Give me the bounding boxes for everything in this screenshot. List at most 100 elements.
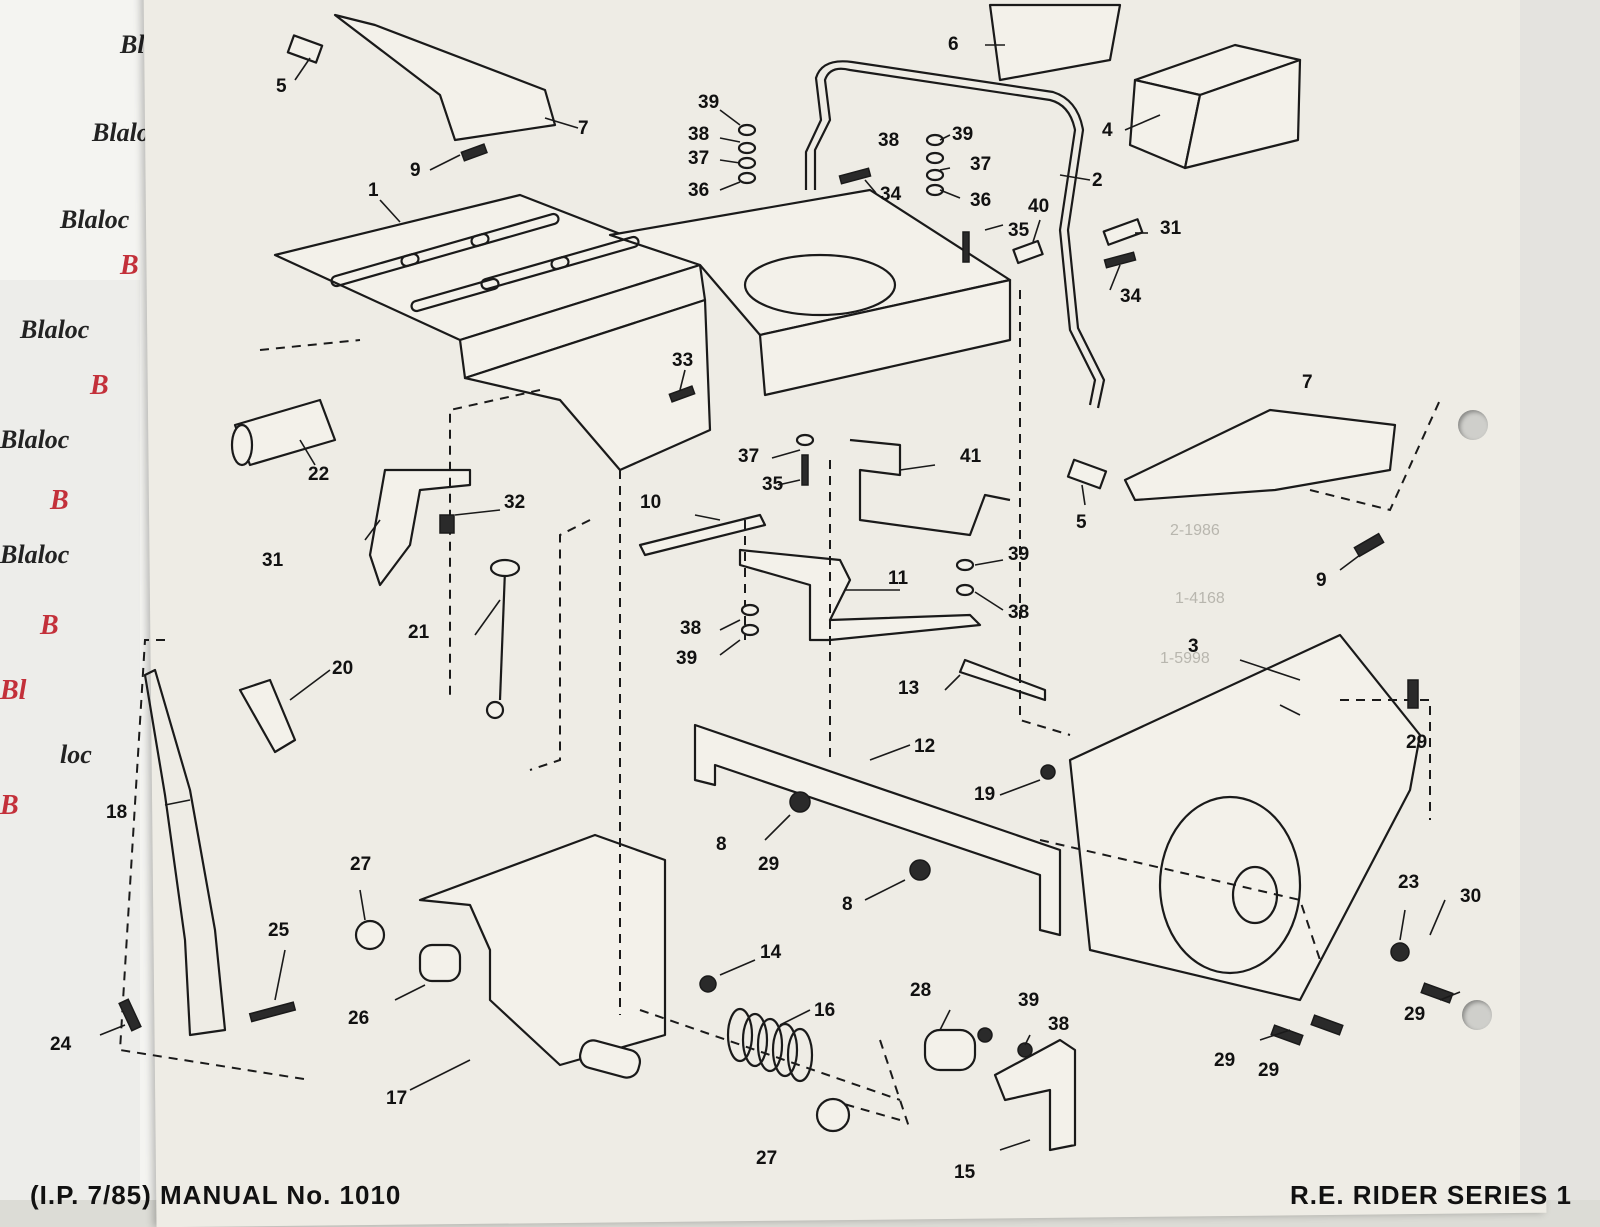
part-callout-37: 37 — [688, 148, 709, 169]
part-callout-38: 38 — [680, 618, 701, 639]
part-callout-29: 29 — [758, 854, 779, 875]
part-callout-26: 26 — [348, 1008, 369, 1029]
spring-part — [726, 1007, 814, 1083]
part-callout-29: 29 — [1404, 1004, 1425, 1025]
assembly-dashed-lines — [118, 290, 1441, 1131]
brand-text: Blaloc — [60, 205, 130, 234]
part-callout-9: 9 — [1316, 570, 1327, 591]
lever-part — [143, 668, 227, 1037]
binder-hole — [1458, 410, 1488, 440]
part-callout-13: 13 — [898, 678, 919, 699]
wire-rod-part — [849, 438, 1011, 537]
brand-text: Blalo — [92, 118, 150, 147]
part-callout-14: 14 — [760, 942, 782, 963]
bushing-part — [923, 1028, 977, 1072]
part-callout-15: 15 — [954, 1162, 976, 1183]
part-callout-21: 21 — [408, 622, 430, 643]
part-callout-24: 24 — [50, 1034, 72, 1055]
parts-line-drawing: 1234556778899101112131415161718192021222… — [50, 3, 1481, 1183]
part-callout-3: 3 — [1188, 636, 1199, 657]
part-callout-32: 32 — [504, 492, 525, 513]
box-cover-part — [1128, 43, 1302, 170]
part-callout-39: 39 — [952, 124, 973, 145]
linkage-plate-part — [738, 548, 982, 642]
brand-text: B — [90, 370, 109, 401]
part-callout-33: 33 — [672, 350, 693, 371]
part-callout-12: 12 — [914, 736, 935, 757]
background-part-number: 2-1986 — [1170, 522, 1220, 539]
footer-left-text: (I.P. 7/85) MANUAL No. 1010 — [30, 1180, 402, 1210]
part-callout-38: 38 — [688, 124, 709, 145]
adjuster-part — [485, 558, 521, 720]
part-callout-20: 20 — [332, 658, 353, 679]
part-callout-38: 38 — [1008, 602, 1029, 623]
part-callout-22: 22 — [308, 464, 329, 485]
brand-text: B — [0, 790, 19, 821]
part-callout-29: 29 — [1214, 1050, 1235, 1071]
pulley-disc — [1158, 795, 1302, 975]
rod-part-10 — [638, 513, 767, 557]
brake-bracket-part — [368, 468, 472, 587]
part-callout-27: 27 — [756, 1148, 777, 1169]
part-callout-11: 11 — [888, 568, 909, 589]
part-callout-36: 36 — [688, 180, 709, 201]
brand-text: B — [50, 485, 69, 516]
part-callout-31: 31 — [1160, 218, 1182, 239]
pulley-cover-plate — [1068, 633, 1422, 1002]
part-callout-35: 35 — [762, 474, 784, 495]
brand-text: Blaloc — [20, 315, 90, 344]
part-callout-29: 29 — [1258, 1060, 1279, 1081]
part-callout-5: 5 — [1076, 512, 1087, 533]
underlying-page-edge — [1520, 0, 1600, 1200]
part-callout-18: 18 — [106, 802, 127, 823]
tube-part — [230, 398, 337, 467]
part-callout-28: 28 — [910, 980, 931, 1001]
part-callout-8: 8 — [716, 834, 727, 855]
knob-part — [238, 678, 297, 754]
part-callout-17: 17 — [386, 1088, 407, 1109]
callout-leader-lines — [99, 44, 1461, 1151]
part-callout-35: 35 — [1008, 220, 1030, 241]
part-callout-40: 40 — [1028, 196, 1049, 217]
part-callout-4: 4 — [1102, 120, 1113, 141]
pedal-arm-part — [993, 1038, 1077, 1152]
part-callout-23: 23 — [1398, 872, 1419, 893]
background-brochure-sheet-lower — [0, 280, 140, 1200]
background-part-number: 1-4168 — [1175, 590, 1225, 607]
part-callout-39: 39 — [1008, 544, 1029, 565]
part-callout-10: 10 — [640, 492, 661, 513]
cross-bar-part — [693, 723, 1062, 937]
part-callout-38: 38 — [878, 130, 899, 151]
part-callout-7: 7 — [578, 118, 589, 139]
part-callout-29: 29 — [1406, 732, 1427, 753]
brand-text: Blaloc — [0, 425, 70, 454]
brand-text: Blaloc — [0, 540, 70, 569]
mount-bracket-left — [333, 13, 557, 142]
part-callout-39: 39 — [676, 648, 697, 669]
part-callout-34: 34 — [1120, 286, 1142, 307]
part-callout-37: 37 — [970, 154, 991, 175]
binder-hole — [1462, 1000, 1492, 1030]
part-callout-34: 34 — [880, 184, 902, 205]
pedal-bracket-part — [418, 833, 667, 1067]
part-callout-5: 5 — [276, 76, 287, 97]
footer-right-text: R.E. RIDER SERIES 1 — [1290, 1180, 1572, 1210]
part-callout-37: 37 — [738, 446, 759, 467]
part-callout-6: 6 — [948, 34, 959, 55]
link-rod-part — [958, 658, 1047, 702]
part-callout-8: 8 — [842, 894, 853, 915]
brand-text: Bl — [0, 675, 27, 706]
brand-text: B — [40, 610, 59, 641]
part-callout-27: 27 — [350, 854, 371, 875]
part-callout-41: 41 — [960, 446, 982, 467]
part-callout-36: 36 — [970, 190, 991, 211]
part-callout-25: 25 — [268, 920, 290, 941]
part-callout-31: 31 — [262, 550, 284, 571]
part-callout-39: 39 — [698, 92, 719, 113]
background-part-number: 1-5998 — [1160, 650, 1210, 667]
handle-rod-outline — [804, 60, 1106, 409]
part-callout-39: 39 — [1018, 990, 1039, 1011]
part-callout-7: 7 — [1302, 372, 1313, 393]
